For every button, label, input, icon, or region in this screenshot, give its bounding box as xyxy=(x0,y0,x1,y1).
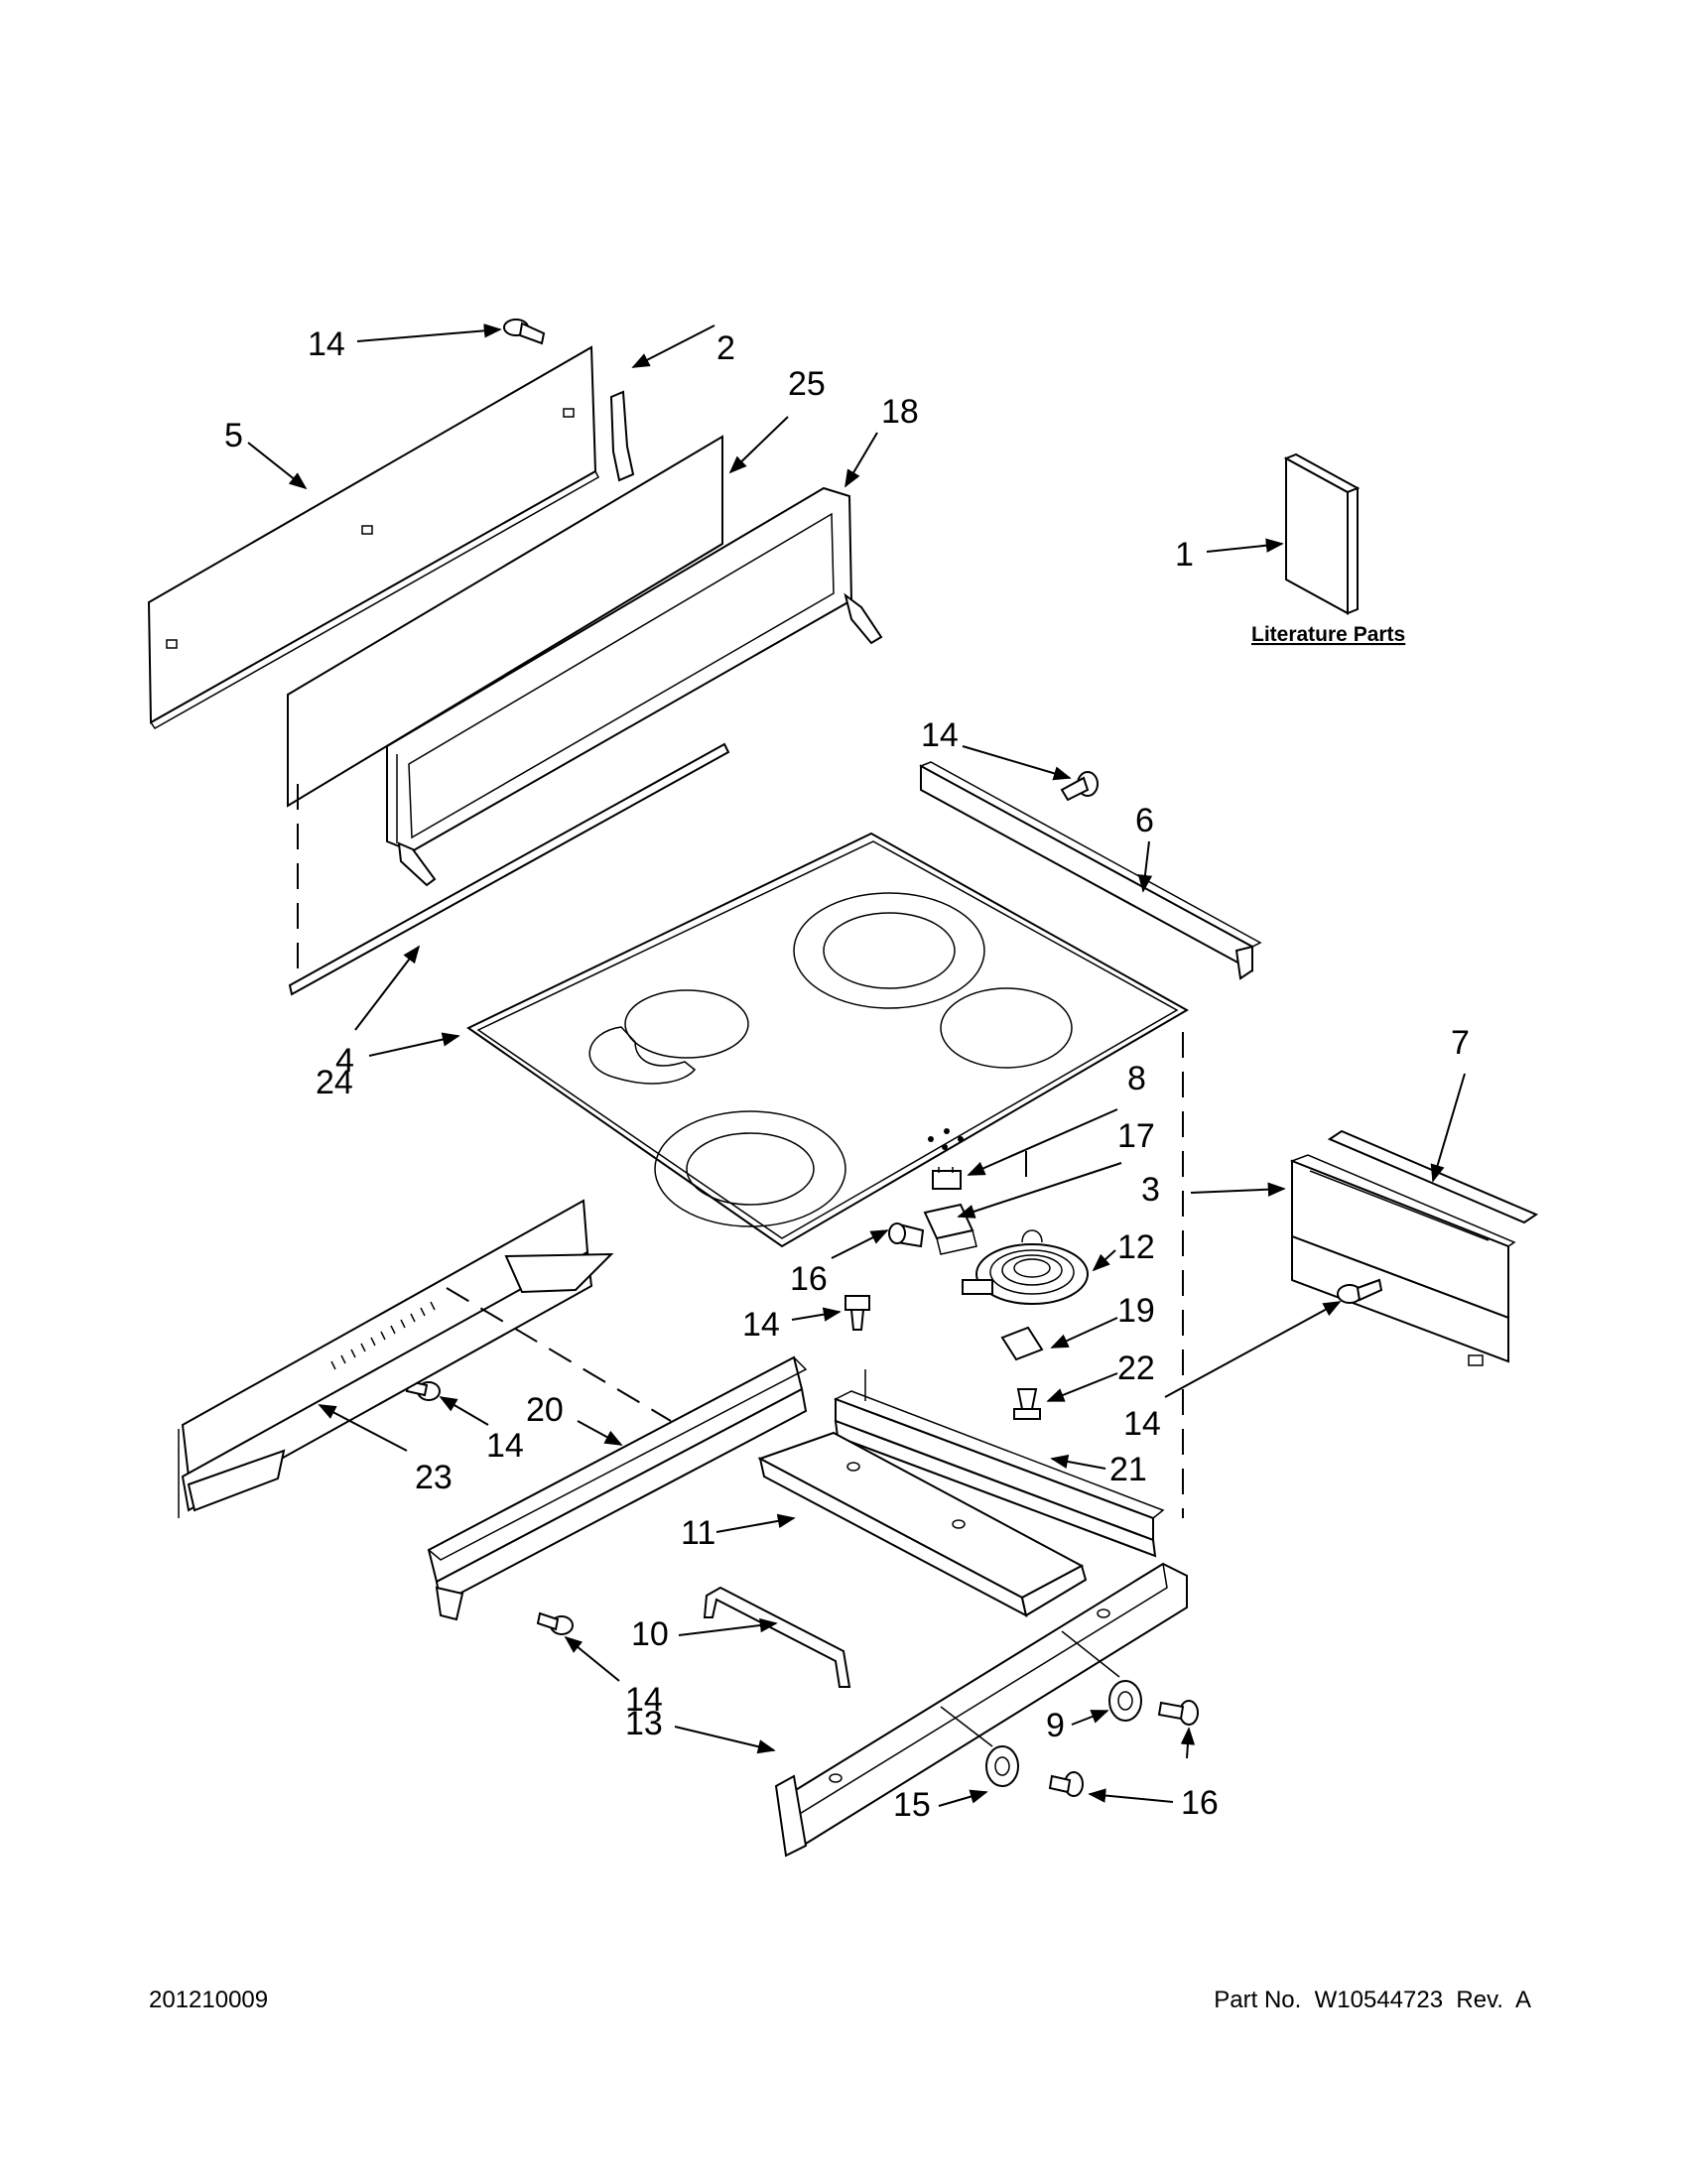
callout-11: 11 xyxy=(681,1514,715,1552)
callout-10: 10 xyxy=(631,1615,669,1653)
document-code: 201210009 xyxy=(149,1987,269,2013)
callout-21: 21 xyxy=(1109,1451,1147,1488)
part-18-frame xyxy=(386,486,883,887)
part-11-tray xyxy=(757,1431,1088,1617)
callout-14: 14 xyxy=(742,1306,780,1344)
leader-arrows xyxy=(247,323,1466,1807)
callout-14: 14 xyxy=(921,716,959,754)
callout-14: 14 xyxy=(1123,1405,1161,1443)
part-number: Part No. W10544723 Rev. A xyxy=(1214,1987,1531,2013)
callout-9: 9 xyxy=(1046,1707,1065,1744)
part-14-screw-rear-trim xyxy=(1060,771,1099,802)
part-16-screw-bottom xyxy=(1048,1771,1084,1797)
callout-22: 22 xyxy=(1117,1349,1155,1387)
callout-18: 18 xyxy=(881,393,919,431)
part-5-rear-panel xyxy=(147,345,599,729)
part-16-screw-upper xyxy=(888,1222,925,1248)
part-17-switch-bracket xyxy=(923,1203,977,1255)
part-8-switch xyxy=(932,1167,962,1190)
part-16-screw-right xyxy=(1157,1700,1199,1726)
callout-14: 14 xyxy=(625,1681,663,1719)
part-15-valve-knob xyxy=(985,1745,1019,1787)
callout-14: 14 xyxy=(308,325,345,363)
part-14-screw-left xyxy=(405,1379,441,1401)
part-3-rear-bracket xyxy=(1289,1154,1516,1366)
literature-parts-label: Literature Parts xyxy=(1251,623,1405,646)
callout-17: 17 xyxy=(1117,1117,1155,1155)
part-19-clip xyxy=(1000,1326,1044,1361)
part-24-trim-strip xyxy=(288,742,730,996)
callout-8: 8 xyxy=(1127,1060,1146,1097)
part-13-front-rail xyxy=(774,1562,1188,1858)
part-10-handle xyxy=(703,1586,851,1688)
part-12-radiant-element xyxy=(962,1229,1089,1305)
callout-25: 25 xyxy=(788,365,826,403)
callout-12: 12 xyxy=(1117,1228,1155,1266)
callout-20: 20 xyxy=(526,1391,564,1429)
part-14-screw-right xyxy=(1337,1278,1383,1304)
part-1-literature xyxy=(1283,452,1361,615)
callout-16: 16 xyxy=(1181,1784,1219,1822)
callout-2: 2 xyxy=(716,329,735,367)
callout-7: 7 xyxy=(1451,1024,1470,1062)
callout-1: 1 xyxy=(1175,536,1194,574)
callout-24: 24 xyxy=(316,1064,353,1101)
callout-5: 5 xyxy=(224,417,243,454)
callout-15: 15 xyxy=(893,1786,931,1824)
part-9-valve-knob xyxy=(1108,1680,1142,1722)
callout-6: 6 xyxy=(1135,802,1154,839)
part-22-screw xyxy=(1013,1388,1041,1420)
part-14-screw-bottom xyxy=(536,1611,574,1635)
callout-19: 19 xyxy=(1117,1292,1155,1330)
callout-23: 23 xyxy=(415,1459,453,1496)
part-4-cooktop-glass xyxy=(466,832,1190,1248)
part-21-center-rail xyxy=(834,1369,1165,1558)
callout-labels: 14 2 25 18 5 1 14 6 24 4 7 8 17 3 12 16 … xyxy=(224,325,1470,1824)
callout-13: 13 xyxy=(625,1705,663,1742)
part-23-side-rail xyxy=(178,1199,614,1518)
part-2-bracket xyxy=(609,390,635,482)
part-20-left-rail xyxy=(427,1355,808,1621)
part-14-screw-top xyxy=(503,319,546,345)
callout-4: 4 xyxy=(335,1042,354,1080)
callout-14: 14 xyxy=(486,1427,524,1465)
callout-16: 16 xyxy=(790,1260,828,1298)
callout-3: 3 xyxy=(1141,1171,1160,1209)
part-14-screw-center xyxy=(844,1295,870,1331)
part-25-glass-panel xyxy=(287,435,723,808)
